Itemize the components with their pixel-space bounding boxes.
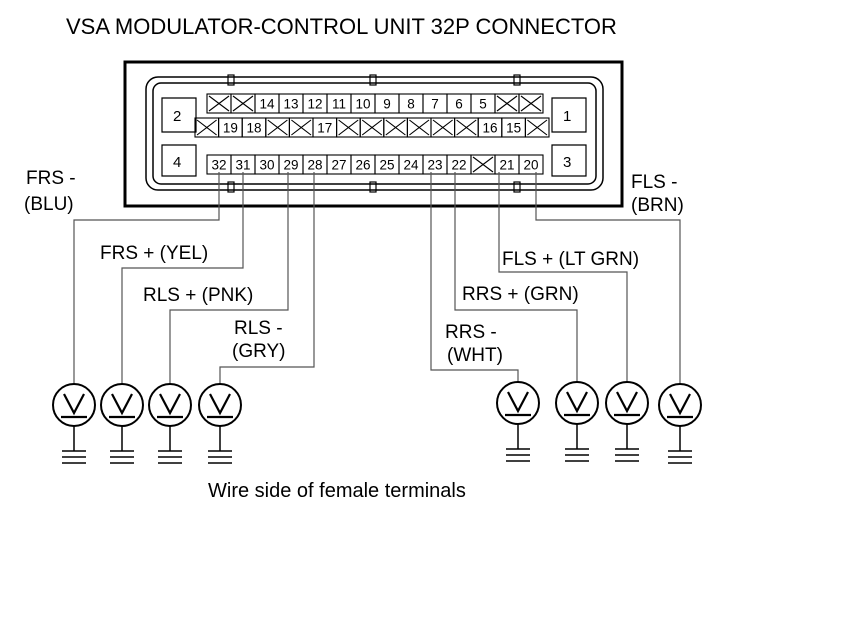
pin-number: 32 — [211, 158, 226, 173]
ground-icon — [506, 448, 530, 462]
pin-number: 22 — [451, 158, 466, 173]
wire-rrs-plus — [454, 172, 578, 386]
pin-number: 9 — [383, 97, 391, 112]
blank-pin-cross — [409, 119, 430, 136]
pin-label-4: 4 — [173, 154, 181, 171]
pin-number: 15 — [506, 121, 521, 136]
blank-pin-cross — [208, 95, 230, 112]
pin-cell — [518, 154, 544, 175]
blank-pin-cross — [385, 119, 406, 136]
wire-rls-minus — [219, 172, 315, 388]
blank-pin-cross — [527, 119, 548, 136]
pin-number: 5 — [479, 97, 487, 112]
label-rrs-plus: RRS + (GRN) — [462, 284, 579, 305]
label-frs-minus-color: (BLU) — [24, 194, 74, 215]
voltmeters — [52, 381, 702, 464]
label-fls-minus-color: (BRN) — [631, 195, 684, 216]
label-fls-minus-name: FLS - — [631, 172, 677, 193]
pin-number: 6 — [455, 97, 463, 112]
label-rrs-minus-name: RRS - — [445, 322, 497, 343]
connector-housing — [123, 60, 624, 208]
label-rrs-minus-color: (WHT) — [447, 345, 503, 366]
pin-number: 17 — [317, 121, 332, 136]
pin-number: 13 — [283, 97, 298, 112]
wire-frs-plus — [121, 172, 244, 388]
wire-routes — [73, 172, 681, 388]
wire-rls-plus — [169, 172, 289, 388]
voltmeter-icon — [555, 381, 599, 462]
label-frs-plus: FRS + (YEL) — [100, 243, 208, 264]
pin-number: 10 — [355, 97, 370, 112]
blank-pin-cross — [456, 119, 477, 136]
label-rls-plus: RLS + (PNK) — [143, 285, 253, 306]
ground-icon — [110, 450, 134, 464]
pin-number: 7 — [431, 97, 439, 112]
ground-icon — [158, 450, 182, 464]
pin-number: 14 — [259, 97, 275, 112]
pin-number: 16 — [482, 121, 497, 136]
label-rls-minus-color: (GRY) — [232, 341, 285, 362]
voltmeter-icon — [658, 383, 702, 464]
pin-cell — [524, 117, 550, 138]
pin-rows: 14 13 12 11 10 9 8 7 6 5 19 18 17 16 15 32 31 30 29 28 27 26 2… — [194, 93, 550, 175]
pin-number: 23 — [427, 158, 442, 173]
blank-pin-cross — [496, 95, 518, 112]
blank-pin-cross — [232, 95, 254, 112]
pin-number: 11 — [332, 97, 346, 112]
pin-number: 27 — [331, 158, 346, 173]
blank-pin-cross — [196, 119, 217, 136]
label-frs-minus-name: FRS - — [26, 168, 76, 189]
blank-pin-cross — [520, 95, 542, 112]
pin-number: 8 — [407, 97, 415, 112]
ground-icon — [208, 450, 232, 464]
ground-icon — [565, 448, 589, 462]
voltmeter-icon — [52, 383, 96, 464]
pin-number: 19 — [223, 121, 238, 136]
pin-number: 21 — [499, 158, 514, 173]
pin-label-1: 1 — [563, 108, 571, 125]
pin-number: 25 — [379, 158, 394, 173]
label-rls-minus-name: RLS - — [234, 318, 283, 339]
pin-label-2: 2 — [173, 108, 181, 125]
wire-frs-minus — [73, 172, 220, 388]
wire-labels: FRS - (BLU) FRS + (YEL) RLS + (PNK) RLS … — [24, 168, 684, 366]
blank-pin-cross — [291, 119, 312, 136]
blank-pin-cross — [267, 119, 288, 136]
blank-pin-cross — [472, 156, 494, 173]
pin-label-3: 3 — [563, 154, 571, 171]
pin-number: 28 — [307, 158, 322, 173]
voltmeter-icon — [148, 383, 192, 464]
pin-number: 31 — [235, 158, 250, 173]
wire-fls-minus — [535, 172, 681, 386]
wire-fls-plus — [498, 172, 628, 386]
voltmeter-icon — [100, 383, 144, 464]
diagram-caption: Wire side of female terminals — [208, 480, 466, 502]
pin-number: 29 — [283, 158, 298, 173]
voltmeter-icon — [198, 383, 242, 464]
pin-cell — [518, 93, 544, 114]
blank-pin-cross — [338, 119, 359, 136]
diagram-title: VSA MODULATOR-CONTROL UNIT 32P CONNECTOR — [66, 14, 617, 39]
pin-number: 12 — [307, 97, 322, 112]
voltmeter-icon — [496, 381, 540, 462]
big-pin-labels: 2 1 4 3 — [173, 108, 571, 171]
pin-number: 26 — [355, 158, 370, 173]
pin-number: 20 — [523, 158, 538, 173]
ground-icon — [62, 450, 86, 464]
label-fls-plus: FLS + (LT GRN) — [502, 249, 639, 270]
ground-icon — [615, 448, 639, 462]
ground-icon — [668, 450, 692, 464]
pin-number: 30 — [259, 158, 274, 173]
pin-number: 18 — [246, 121, 261, 136]
pin-number: 24 — [403, 158, 419, 173]
blank-pin-cross — [361, 119, 383, 136]
blank-pin-cross — [432, 119, 453, 136]
voltmeter-icon — [605, 381, 649, 462]
wire-rrs-minus — [430, 172, 519, 386]
